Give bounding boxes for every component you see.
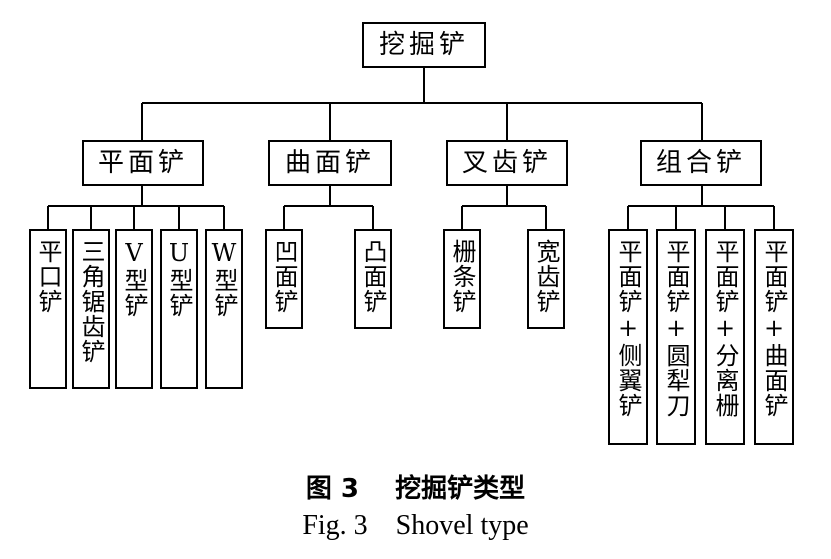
- leaf-node-w-type: W型铲: [205, 229, 243, 389]
- leaf-label: 栅条铲: [448, 239, 476, 314]
- connector-lines: [47, 68, 775, 229]
- leaf-node-grate-bar: 栅条铲: [443, 229, 481, 329]
- category-label: 叉齿铲: [461, 148, 552, 178]
- leaf-label: 平面铲+侧翼铲: [614, 239, 642, 418]
- category-node-combined-shovel: 组合铲: [640, 140, 762, 186]
- category-label: 平面铲: [97, 148, 188, 178]
- leaf-label: U型铲: [165, 239, 193, 318]
- category-node-flat-shovel: 平面铲: [82, 140, 204, 186]
- leaf-label: 凹面铲: [270, 239, 298, 314]
- leaf-node-v-type: V型铲: [115, 229, 153, 389]
- leaf-node-triangle-serrated: 三角锯齿铲: [72, 229, 110, 389]
- leaf-node-convex: 凸面铲: [354, 229, 392, 329]
- figure-caption-english: Fig. 3 Shovel type: [302, 510, 529, 541]
- root-node-label: 挖掘铲: [378, 30, 469, 60]
- leaf-label: 宽齿铲: [532, 239, 560, 314]
- leaf-node-u-type: U型铲: [160, 229, 198, 389]
- leaf-label: 平口铲: [34, 239, 62, 314]
- leaf-node-flat-mouth: 平口铲: [29, 229, 67, 389]
- leaf-label: 平面铲+圆犁刀: [662, 239, 690, 418]
- leaf-label: 平面铲+曲面铲: [760, 239, 788, 418]
- leaf-node-flat-plus-side-wing: 平面铲+侧翼铲: [608, 229, 648, 445]
- leaf-label: 平面铲+分离栅: [711, 239, 739, 418]
- leaf-label: W型铲: [210, 239, 238, 318]
- leaf-label: 三角锯齿铲: [77, 239, 105, 364]
- leaf-node-concave: 凹面铲: [265, 229, 303, 329]
- category-label: 组合铲: [655, 148, 746, 178]
- leaf-node-wide-tooth: 宽齿铲: [527, 229, 565, 329]
- category-node-curved-shovel: 曲面铲: [268, 140, 392, 186]
- category-label: 曲面铲: [284, 148, 375, 178]
- leaf-node-flat-plus-disc-coulter: 平面铲+圆犁刀: [656, 229, 696, 445]
- leaf-node-flat-plus-curved: 平面铲+曲面铲: [754, 229, 794, 445]
- figure-caption-chinese: 图 3 挖掘铲类型: [305, 474, 526, 504]
- category-node-fork-shovel: 叉齿铲: [446, 140, 568, 186]
- root-node: 挖掘铲: [362, 22, 486, 68]
- leaf-label: 凸面铲: [359, 239, 387, 314]
- leaf-label: V型铲: [120, 239, 148, 318]
- leaf-node-flat-plus-separating-grate: 平面铲+分离栅: [705, 229, 745, 445]
